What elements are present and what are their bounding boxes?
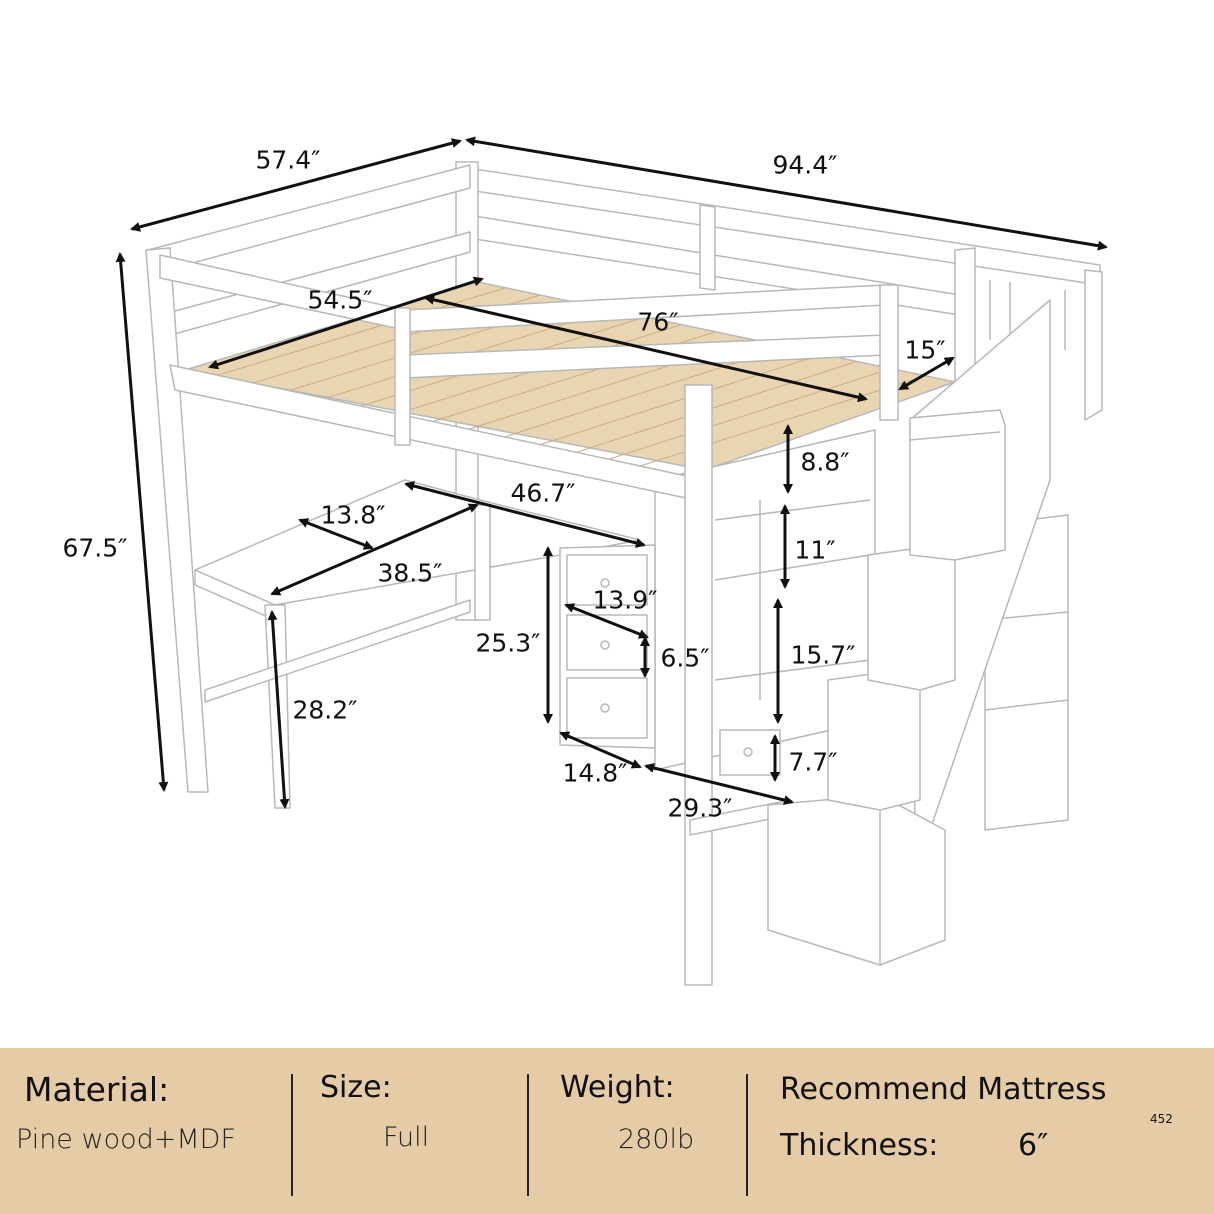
arrow-drawer-width (564, 603, 649, 639)
label-desk-side: 38.5″ (377, 558, 443, 588)
label-desk-length: 46.7″ (510, 478, 576, 508)
label-stair-depth: 29.3″ (667, 793, 733, 823)
size-value: Full (383, 1122, 430, 1153)
arrow-overall-length (465, 136, 1108, 251)
stair-step-2 (827, 669, 921, 811)
arrow-desk-height (267, 610, 290, 809)
arrow-overall-width (130, 138, 462, 232)
label-overall-height: 67.5″ (62, 533, 128, 563)
label-stair-landing: 15″ (904, 335, 946, 365)
material-label: Material: (24, 1070, 170, 1109)
stair-step-1 (767, 794, 946, 966)
thickness-value: 6″ (1018, 1128, 1049, 1163)
label-cabinet-depth: 14.8″ (562, 758, 628, 788)
arrow-desk-side (270, 503, 479, 596)
arrow-mattress-length (424, 294, 868, 403)
arrow-desk-length (404, 481, 646, 548)
label-drawer-width: 13.9″ (592, 585, 658, 615)
divider (527, 1074, 529, 1196)
divider (291, 1074, 293, 1196)
label-lower-shelf: 15.7″ (790, 640, 856, 670)
material-value: Pine wood+MDF (16, 1124, 236, 1155)
arrow-stair-landing (898, 356, 955, 391)
label-mattress-length: 76″ (637, 307, 679, 337)
label-desk-depth: 13.8″ (320, 500, 386, 530)
label-bottom-drawer: 7.7″ (788, 747, 838, 777)
arrow-mattress-width (208, 276, 484, 370)
mattress-label: Recommend Mattress (780, 1072, 1107, 1107)
weight-label: Weight: (560, 1070, 675, 1105)
divider (746, 1074, 748, 1196)
size-label: Size: (320, 1070, 392, 1105)
label-cabinet-height: 25.3″ (475, 628, 541, 658)
watermark-number: 452 (1150, 1112, 1173, 1126)
label-drawer-height: 6.5″ (660, 643, 710, 673)
loft-bed-illustration (115, 136, 1108, 986)
arrow-stair-depth (644, 763, 794, 805)
label-overall-width: 57.4″ (255, 145, 321, 175)
front-right-post (684, 384, 713, 986)
specs-panel: Material: Pine wood+MDF Size: Full Weigh… (0, 1048, 1214, 1214)
weight-value: 280lb (618, 1124, 695, 1155)
arrow-overall-height (115, 252, 169, 792)
label-mattress-width: 54.5″ (307, 285, 373, 315)
label-middle-shelf: 11″ (794, 535, 836, 565)
dimension-arrows (115, 136, 1108, 809)
stair-step-4 (909, 409, 1006, 561)
label-desk-height: 28.2″ (292, 695, 358, 725)
label-top-shelf: 8.8″ (800, 447, 850, 477)
stair-step-3 (867, 544, 956, 691)
thickness-label: Thickness: (780, 1128, 939, 1163)
label-overall-length: 94.4″ (772, 150, 838, 180)
arrow-cabinet-depth (559, 731, 642, 769)
